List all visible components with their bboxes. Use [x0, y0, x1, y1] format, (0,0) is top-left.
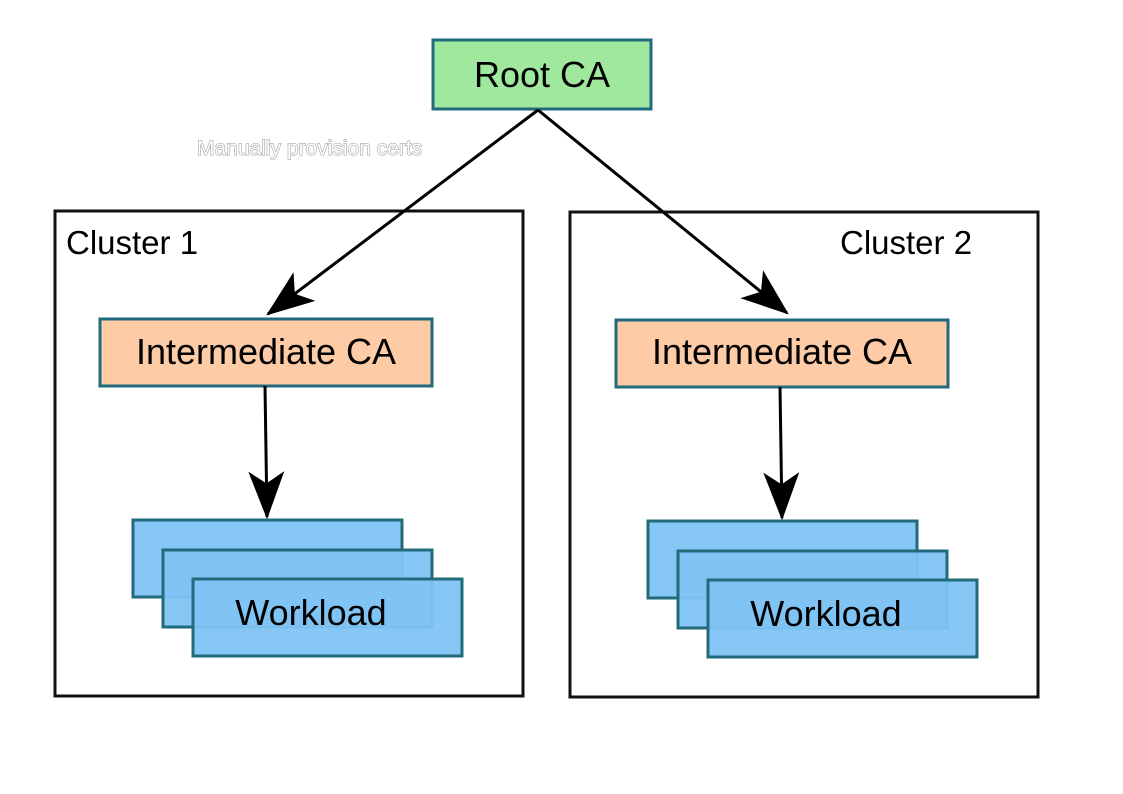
cluster-2-intermediate-label: Intermediate CA [652, 331, 912, 372]
root-to-cluster-1-arrow [266, 108, 539, 316]
cluster-1-intermediate-label: Intermediate CA [136, 331, 396, 372]
cluster-2-frame [568, 210, 1040, 699]
cluster-2-workload-stack: Workload [646, 519, 979, 659]
root-ca-node: Root CA [431, 38, 653, 111]
cluster-2-intermediate-ca: Intermediate CA [614, 318, 950, 389]
cluster-1-title: Cluster 1 [66, 224, 198, 261]
cluster-1-intermediate-ca: Intermediate CA [98, 317, 434, 388]
cluster-1-intermediate-to-workload-arrow [248, 385, 285, 520]
cluster-2-intermediate-to-workload-arrow [763, 386, 800, 521]
cluster-1-workload-label: Workload [235, 592, 386, 633]
cluster-1-workload-stack: Workload [131, 518, 464, 658]
cluster-2-title: Cluster 2 [840, 224, 972, 261]
cluster-1-frame [53, 209, 525, 698]
provision-note: Manually provision certs [197, 137, 422, 160]
cluster-2-workload-label: Workload [750, 593, 901, 634]
root-to-cluster-2-arrow [537, 108, 789, 315]
root-ca-label: Root CA [474, 54, 610, 95]
